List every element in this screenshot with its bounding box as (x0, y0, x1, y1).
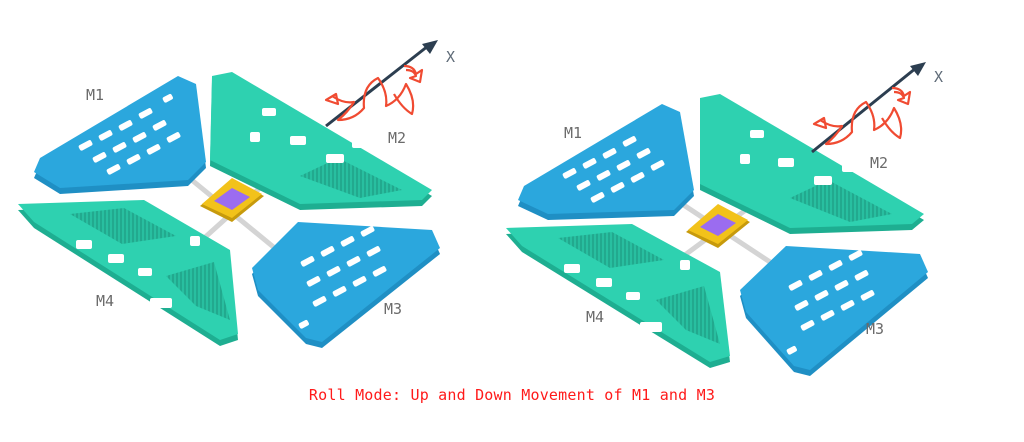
right-plate-m1 (518, 104, 694, 220)
left-plate-m3 (252, 222, 440, 348)
right-label-m4: M4 (586, 308, 604, 326)
right-label-m1: M1 (564, 124, 582, 142)
right-plate-m4 (506, 224, 730, 368)
left-x-axis-arrow (325, 40, 438, 128)
left-label-m2: M2 (388, 129, 406, 147)
left-assembly: X M1 M2 M3 M4 (18, 40, 455, 348)
right-axis-label: X (934, 68, 943, 86)
right-plate-m3 (740, 246, 928, 376)
right-rotation-icon (812, 86, 912, 146)
left-label-m3: M3 (384, 300, 402, 318)
left-axis-label: X (446, 48, 455, 66)
right-center-chip (686, 204, 750, 248)
left-plate-m1 (34, 76, 206, 194)
left-rotation-icon (324, 64, 424, 122)
right-assembly: X M1 M2 M3 M4 (506, 62, 943, 376)
left-label-m4: M4 (96, 292, 114, 310)
right-plate-m2 (700, 94, 924, 234)
left-plate-m2 (210, 72, 432, 210)
figure-caption: Roll Mode: Up and Down Movement of M1 an… (308, 386, 716, 404)
right-label-m2: M2 (870, 154, 888, 172)
right-x-axis-arrow (811, 62, 926, 154)
left-plate-m4 (18, 200, 238, 346)
left-label-m1: M1 (86, 86, 104, 104)
left-center-chip (200, 178, 264, 222)
right-label-m3: M3 (866, 320, 884, 338)
